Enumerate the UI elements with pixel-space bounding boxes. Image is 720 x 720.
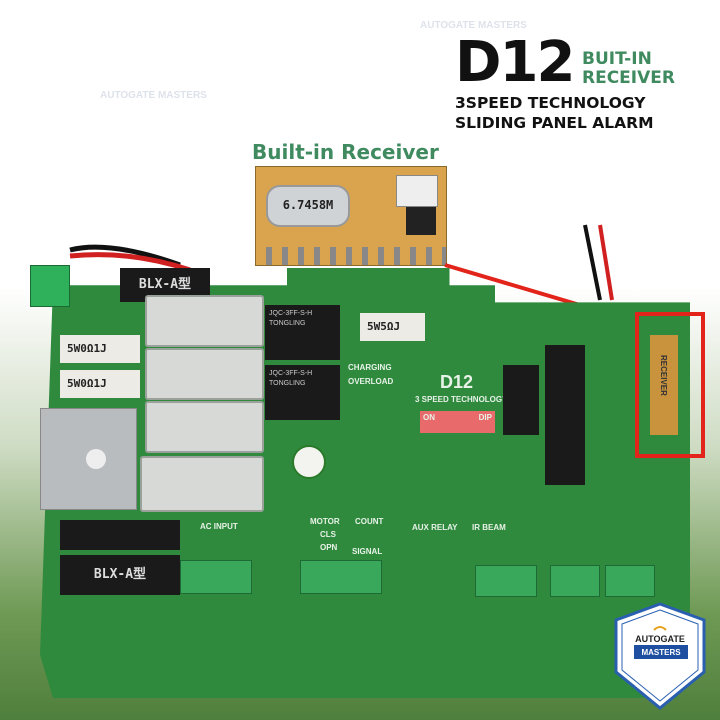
power-resistor: 5W0Ω1J: [60, 370, 140, 398]
dip-switch[interactable]: ON DIP: [420, 411, 495, 433]
logo-line1: AUTOGATE: [635, 634, 685, 644]
relay-black: JQC-3FF-S-H TONGLING: [265, 365, 340, 420]
resistor-label: 5W0Ω1J: [67, 377, 107, 390]
dip-on-label: ON: [423, 413, 435, 422]
headline-receiver: BUIT-IN RECEIVER: [582, 50, 675, 88]
receiver-label: RECEIVER: [659, 355, 668, 396]
relay-brand: TONGLING: [269, 380, 306, 387]
receiver-highlight-box: [635, 312, 705, 458]
ic-chip: [503, 365, 539, 435]
crystal-label: 6.7458M: [282, 198, 334, 212]
black-wire: [69, 244, 181, 268]
terminal-block-ac: [180, 560, 252, 594]
headline-receiver-line1: BUIT-IN: [582, 49, 652, 69]
relay-brand: TONGLING: [269, 320, 306, 327]
red-wire: [69, 252, 191, 273]
power-resistor: 5W5ΩJ: [360, 313, 425, 341]
fuse-holder: [60, 520, 180, 550]
inset-title: Built-in Receiver: [252, 140, 439, 164]
chip: [406, 207, 436, 235]
wifi-icon: [653, 626, 667, 631]
signal-label: SIGNAL: [352, 547, 383, 556]
headline-receiver-line2: RECEIVER: [582, 68, 675, 88]
aux-relay-label: AUX RELAY: [412, 523, 458, 532]
red-wire: [598, 224, 614, 301]
terminal-block-motor: [300, 560, 382, 594]
relay-black: JQC-3FF-S-H TONGLING: [265, 305, 340, 360]
overload-label: OVERLOAD: [348, 377, 394, 386]
motor-label: MOTOR: [310, 517, 340, 526]
crystal: 6.7458M: [266, 185, 350, 227]
terminal-block-psw2: [605, 565, 655, 597]
pin-header: [256, 247, 446, 265]
resistor-label: 5W0Ω1J: [67, 342, 107, 355]
terminal-block-ir: [475, 565, 537, 597]
capacitor: [292, 445, 326, 479]
relay: [145, 295, 264, 347]
fuse-holder: BLX-A型: [60, 555, 180, 595]
heatsink-hole: [86, 449, 106, 469]
terminal-block-psw: [550, 565, 600, 597]
receiver-module: RECEIVER: [650, 335, 678, 435]
relay-model: JQC-3FF-S-H: [269, 370, 313, 377]
count-label: COUNT: [355, 517, 384, 526]
button-switch: [396, 175, 438, 207]
logo-line2: MASTERS: [641, 648, 681, 657]
board-speed-label: 3 SPEED TECHNOLOGY: [415, 395, 508, 404]
headline-line2: SLIDING PANEL ALARM: [455, 114, 654, 132]
headline-model: D12: [455, 30, 575, 95]
headline-line1: 3SPEED TECHNOLOGY: [455, 94, 646, 112]
power-resistor: 5W0Ω1J: [60, 335, 140, 363]
autogate-masters-logo: AUTOGATE MASTERS: [614, 602, 706, 710]
ac-input-label: AC INPUT: [200, 522, 238, 531]
relay-model: JQC-3FF-S-H: [269, 310, 313, 317]
watermark: AUTOGATE MASTERS: [100, 90, 207, 101]
ir-beam-label: IR BEAM: [472, 523, 506, 532]
black-wire: [583, 224, 602, 301]
power-connector: [30, 265, 70, 307]
board-model-label: D12: [440, 372, 474, 392]
relay: [145, 401, 264, 453]
receiver-closeup: 6.7458M: [255, 166, 447, 266]
heatsink: [40, 408, 137, 510]
cls-label: CLS: [320, 530, 336, 539]
watermark: AUTOGATE MASTERS: [420, 20, 527, 31]
opn-label: OPN: [320, 543, 338, 552]
resistor-label: 5W5ΩJ: [367, 320, 401, 333]
microcontroller: [545, 345, 585, 485]
relay: [145, 348, 264, 400]
charging-label: CHARGING: [348, 363, 392, 372]
relay: [140, 456, 264, 512]
dip-label: DIP: [478, 413, 492, 422]
